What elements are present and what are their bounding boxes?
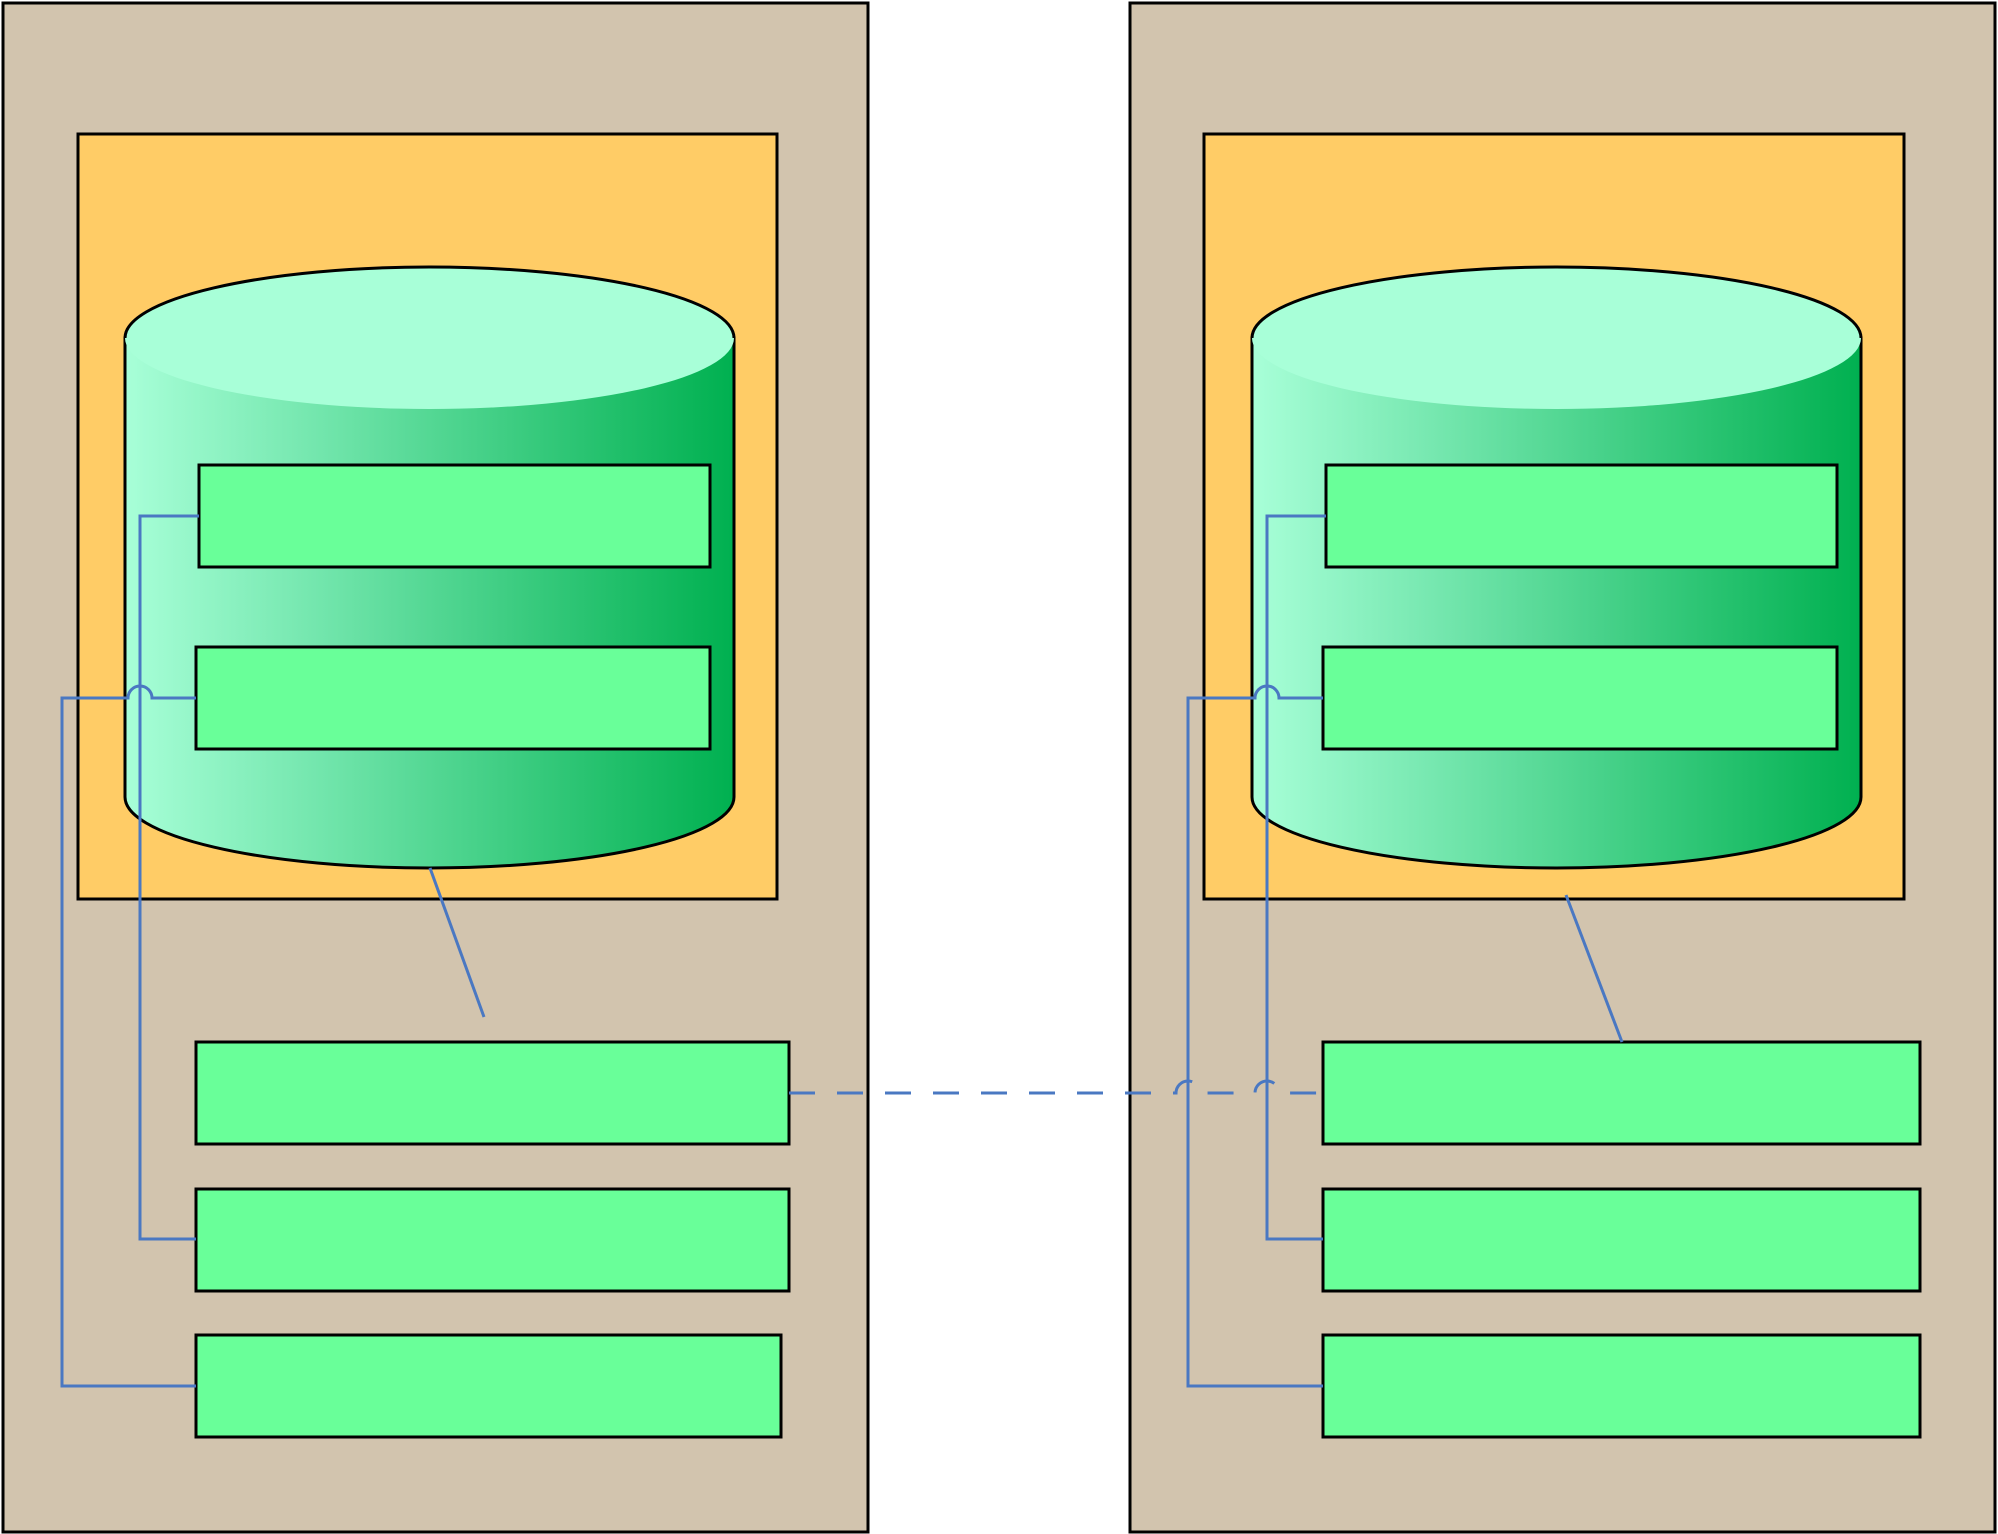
left-db-component-2[interactable] xyxy=(194,645,712,751)
right-connector-cylinder-comp1 xyxy=(1564,894,1624,1043)
right-connector-db2-comp3 xyxy=(1186,684,1323,1388)
left-component-1[interactable] xyxy=(194,1040,791,1146)
inter-node-dashed-link xyxy=(789,1079,1323,1095)
right-cylinder-body xyxy=(1250,336,1863,870)
left-cylinder-body xyxy=(123,336,736,870)
left-component-3[interactable] xyxy=(194,1333,783,1439)
right-component-3[interactable] xyxy=(1321,1333,1922,1439)
right-component-1[interactable] xyxy=(1321,1040,1922,1146)
right-node xyxy=(1128,1,1997,1534)
right-database-cylinder xyxy=(1250,265,1863,870)
right-cylinder-top xyxy=(1252,267,1861,409)
left-connector-db2-comp3 xyxy=(60,684,196,1388)
left-cylinder-top xyxy=(125,267,734,409)
left-component-2[interactable] xyxy=(194,1187,791,1293)
left-node xyxy=(1,1,870,1534)
left-database-cylinder xyxy=(123,265,736,870)
right-db-component-1[interactable] xyxy=(1324,463,1839,569)
right-component-2[interactable] xyxy=(1321,1187,1922,1293)
left-connector-cylinder-comp1 xyxy=(428,867,486,1018)
right-connector-db1-comp2 xyxy=(1265,514,1326,1241)
left-connector-db1-comp2 xyxy=(138,514,199,1241)
left-db-component-1[interactable] xyxy=(197,463,712,569)
right-db-component-2[interactable] xyxy=(1321,645,1839,751)
